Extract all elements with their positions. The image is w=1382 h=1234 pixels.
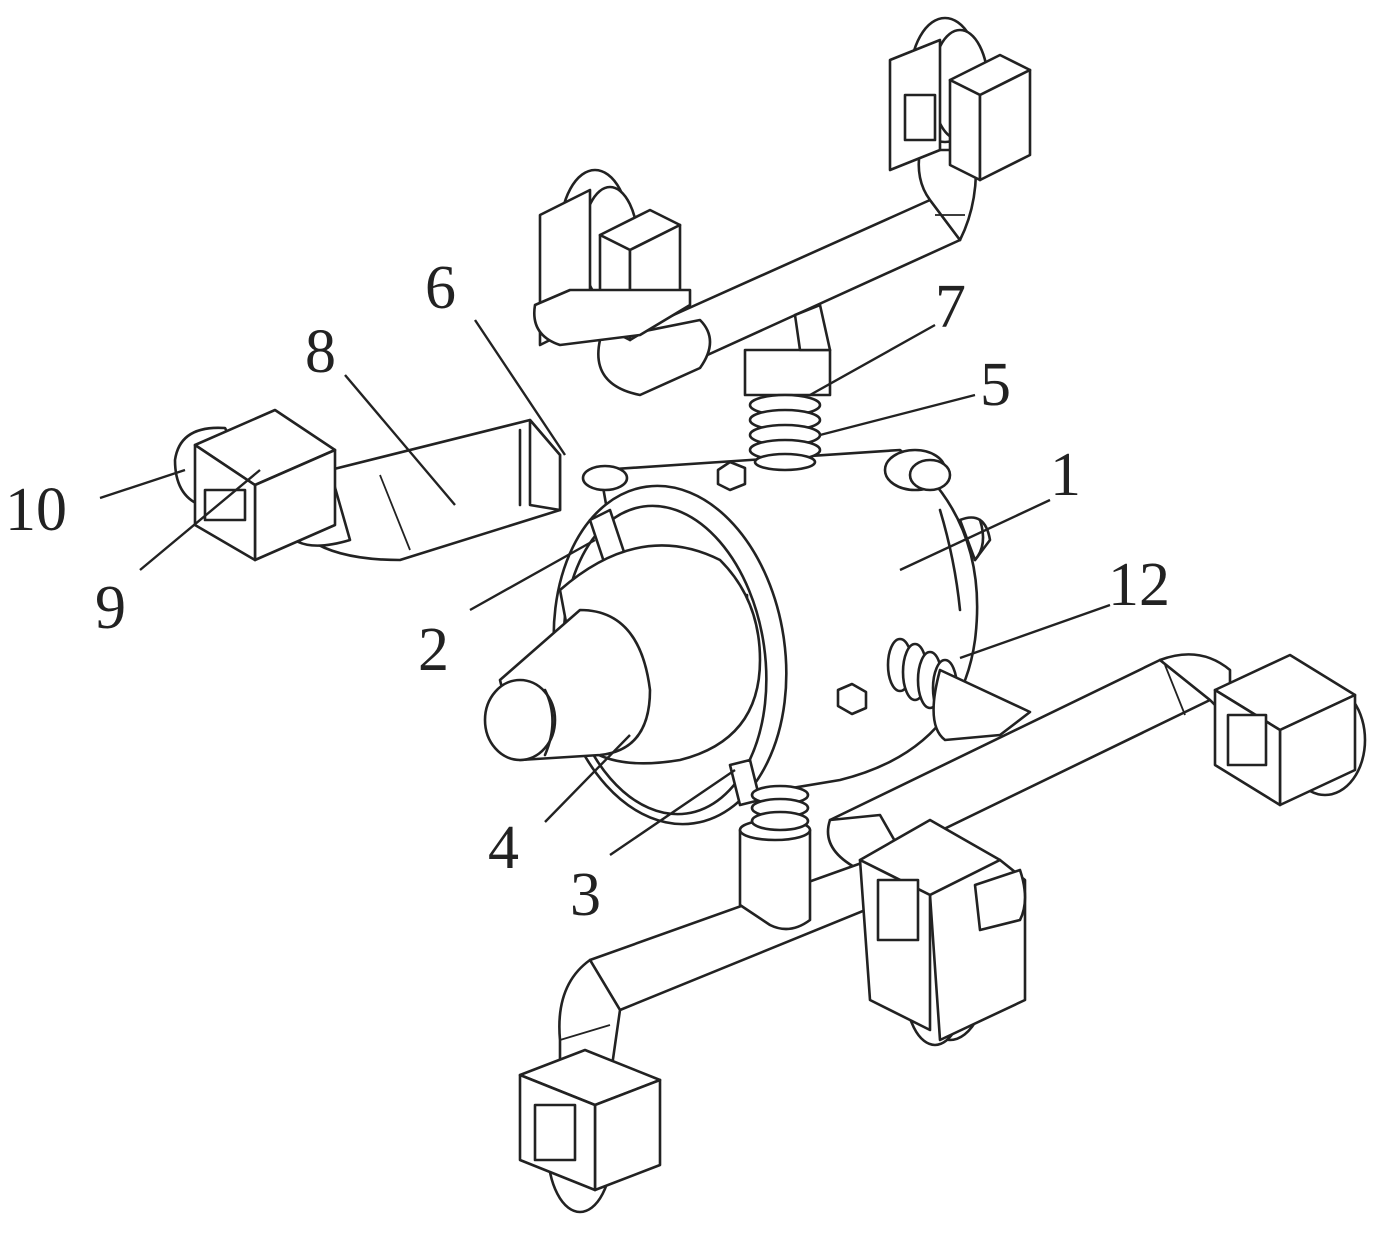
nozzle-cone xyxy=(483,544,762,765)
leader-12 xyxy=(959,603,1111,660)
label-10: 10 xyxy=(5,476,67,544)
lower-bolt xyxy=(836,682,868,716)
leader-3 xyxy=(609,769,736,856)
leader-6 xyxy=(474,319,566,456)
label-4: 4 xyxy=(488,814,519,882)
end-block-9 xyxy=(173,408,337,562)
leader-7 xyxy=(809,323,936,397)
upper-support-arm xyxy=(597,148,978,397)
label-3: 3 xyxy=(570,861,601,929)
label-7: 7 xyxy=(935,273,966,341)
leader-2 xyxy=(469,538,596,612)
leader-5 xyxy=(819,393,976,437)
label-6: 6 xyxy=(425,254,456,322)
label-9: 9 xyxy=(95,574,126,642)
label-2: 2 xyxy=(418,616,449,684)
wheel-assembly-top-right xyxy=(888,16,1032,182)
leader-10 xyxy=(99,468,186,500)
wheel-assembly-bottom-right xyxy=(858,818,1027,1047)
wheel-assembly-top-left xyxy=(532,168,692,347)
leader-8 xyxy=(344,374,456,506)
label-1: 1 xyxy=(1050,441,1081,509)
label-12: 12 xyxy=(1108,551,1170,619)
leader-1 xyxy=(899,498,1051,572)
upper-spring xyxy=(743,303,832,472)
bottom-spring xyxy=(750,784,810,832)
upper-bolt xyxy=(716,460,747,492)
lower-spring xyxy=(886,637,1032,742)
lower-support-arm xyxy=(558,818,892,1082)
wheel-assembly-bottom xyxy=(518,1048,662,1214)
leader-4 xyxy=(544,734,631,823)
reference-labels: 1 2 3 4 5 6 7 8 9 10 12 xyxy=(5,254,1170,929)
label-5: 5 xyxy=(980,351,1011,419)
wheel-assembly-right xyxy=(1213,653,1367,807)
leader-9 xyxy=(139,469,261,571)
label-8: 8 xyxy=(305,318,336,386)
leader-lines xyxy=(99,319,1111,856)
